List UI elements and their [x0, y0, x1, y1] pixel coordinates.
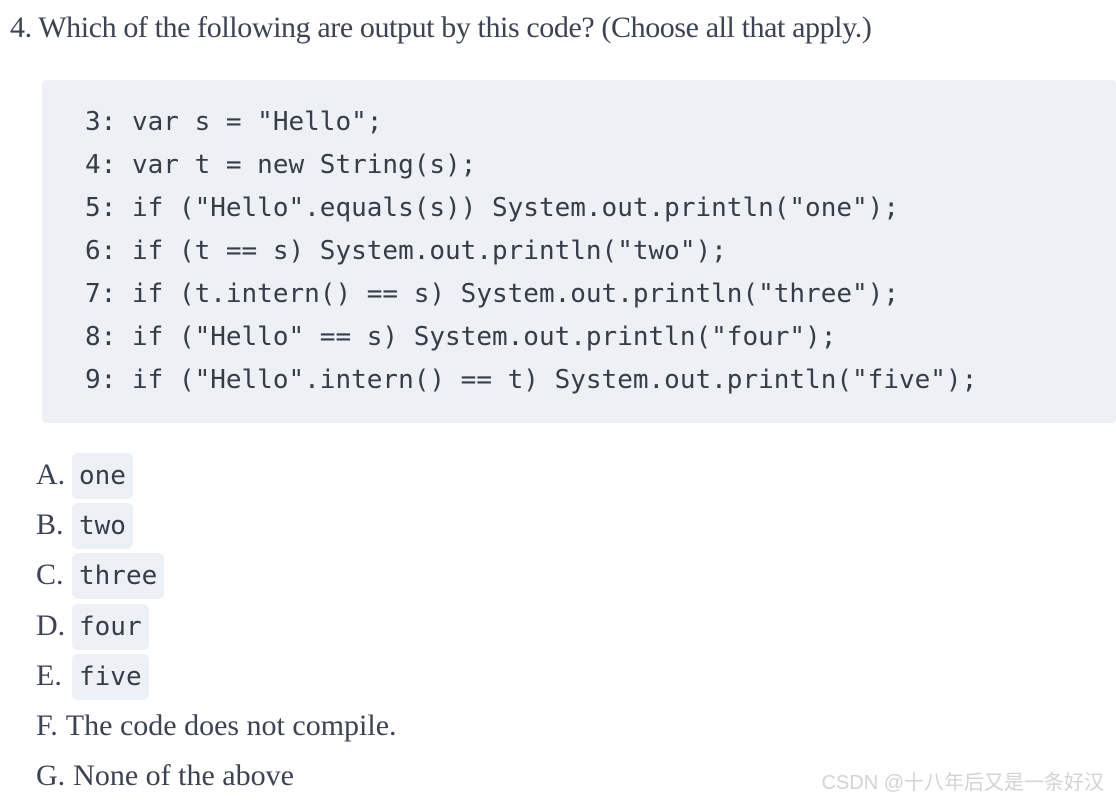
option-label: A. — [36, 458, 66, 491]
csdn-watermark: CSDN @十八年后又是一条好汉 — [821, 772, 1104, 794]
option-row: E. five — [36, 651, 397, 701]
option-label: F. — [36, 708, 58, 742]
option-label: C. — [36, 558, 64, 592]
option-row: D.four — [36, 601, 397, 651]
code-line: 6: if (t == s) System.out.println("two")… — [85, 236, 727, 266]
code-line: 8: if ("Hello" == s) System.out.println(… — [85, 322, 837, 352]
code-line: 7: if (t.intern() == s) System.out.print… — [85, 279, 899, 309]
option-answer-code: four — [72, 603, 149, 650]
option-label: D. — [36, 608, 66, 642]
code-block: 3: var s = "Hello"; 4: var t = new String… — [42, 80, 1116, 423]
option-answer-code: one — [72, 453, 133, 499]
option-answer-code: five — [72, 653, 149, 700]
option-label: E. — [36, 658, 62, 692]
option-row: A.one — [36, 450, 397, 500]
option-row: C.three — [36, 550, 397, 600]
option-row: B.two — [36, 500, 397, 550]
option-answer-text: None of the above — [73, 759, 294, 793]
code-line: 9: if ("Hello".intern() == t) System.out… — [85, 365, 978, 395]
code-line: 3: var s = "Hello"; — [85, 107, 383, 137]
question-title: 4. Which of the following are output by … — [10, 11, 872, 44]
option-row: G.None of the above — [36, 751, 397, 801]
option-answer-code: three — [72, 553, 165, 600]
code-lines: 3: var s = "Hello"; 4: var t = new String… — [85, 101, 1106, 402]
option-answer-text: The code does not compile. — [65, 708, 397, 742]
code-line: 5: if ("Hello".equals(s)) System.out.pri… — [85, 193, 899, 223]
option-answer-code: two — [72, 503, 133, 550]
option-label: G. — [36, 759, 66, 793]
option-label: B. — [36, 508, 64, 542]
option-row: F.The code does not compile. — [36, 701, 397, 751]
code-line: 4: var t = new String(s); — [85, 150, 477, 180]
